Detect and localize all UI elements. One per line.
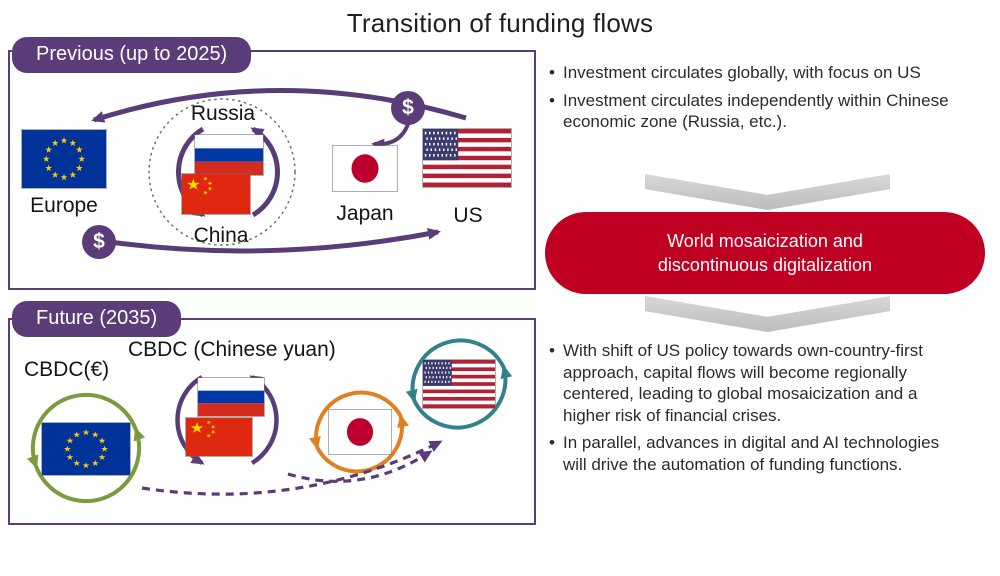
cbdc-yuan-label: CBDC (Chinese yuan) — [128, 338, 336, 361]
bullet-point: Investment circulates independently with… — [548, 90, 960, 133]
japan-cycle-bottom-arrow — [315, 414, 409, 474]
euro-cycle-bottom-arrow — [34, 427, 146, 504]
russia-label: Russia — [190, 102, 256, 125]
us-flag — [423, 129, 511, 187]
china-label: China — [193, 224, 249, 247]
future-panel-tab: Future (2035) — [12, 301, 182, 337]
panel-previous: Europe Russia China Japan US $ $ — [8, 50, 536, 290]
dollar-icon: $ — [391, 91, 425, 125]
callout-line-2: discontinuous digitalization — [657, 255, 873, 275]
callout-line-1: World mosaicization and — [667, 230, 863, 251]
dashed-arrow-europe-to-us — [141, 440, 443, 496]
japan-cycle-top-arrow — [309, 390, 403, 450]
previous-panel-tab: Previous (up to 2025) — [12, 37, 252, 73]
cbdc-euro-label: CBDC(€) — [24, 358, 110, 381]
bullet-point: In parallel, advances in digital and AI … — [548, 432, 960, 475]
china-flag — [182, 174, 250, 214]
arrow-europe-to-us — [109, 227, 441, 254]
dollar-icon: $ — [82, 225, 116, 259]
euro-cycle-top-arrow — [26, 392, 138, 469]
us-flag — [423, 360, 495, 408]
us-label: US — [453, 204, 483, 227]
japan-flag — [333, 146, 397, 191]
china-flag — [186, 418, 252, 456]
eu-flag — [42, 423, 130, 475]
arrow-dollar-to-japan — [371, 123, 410, 151]
russia-flag — [195, 135, 263, 175]
japan-label: Japan — [336, 202, 394, 225]
panel-future: CBDC(€) CBDC (Chinese yuan) — [8, 318, 536, 525]
down-chevron-icon — [645, 174, 890, 210]
europe-label: Europe — [30, 194, 98, 217]
slide-title: Transition of funding flows — [346, 8, 654, 38]
down-chevron-icon — [645, 296, 890, 332]
us-cycle-bottom-arrow — [412, 365, 513, 430]
previous-analysis-bullets: Investment circulates globally, with foc… — [548, 62, 960, 139]
transition-callout: World mosaicization and discontinuous di… — [545, 212, 985, 294]
china-zone-dotted-circle — [148, 98, 296, 246]
dashed-arrow-asia-to-us — [287, 450, 433, 483]
russia-flag — [198, 378, 264, 416]
future-analysis-bullets: With shift of US policy towards own-coun… — [548, 340, 960, 481]
japan-flag — [329, 410, 391, 454]
bullet-point: With shift of US policy towards own-coun… — [548, 340, 960, 426]
eu-flag — [22, 130, 106, 188]
russia-china-cycle-right-arrow — [250, 126, 280, 218]
bullet-point: Investment circulates globally, with foc… — [548, 62, 960, 84]
us-cycle-top-arrow — [405, 338, 506, 403]
